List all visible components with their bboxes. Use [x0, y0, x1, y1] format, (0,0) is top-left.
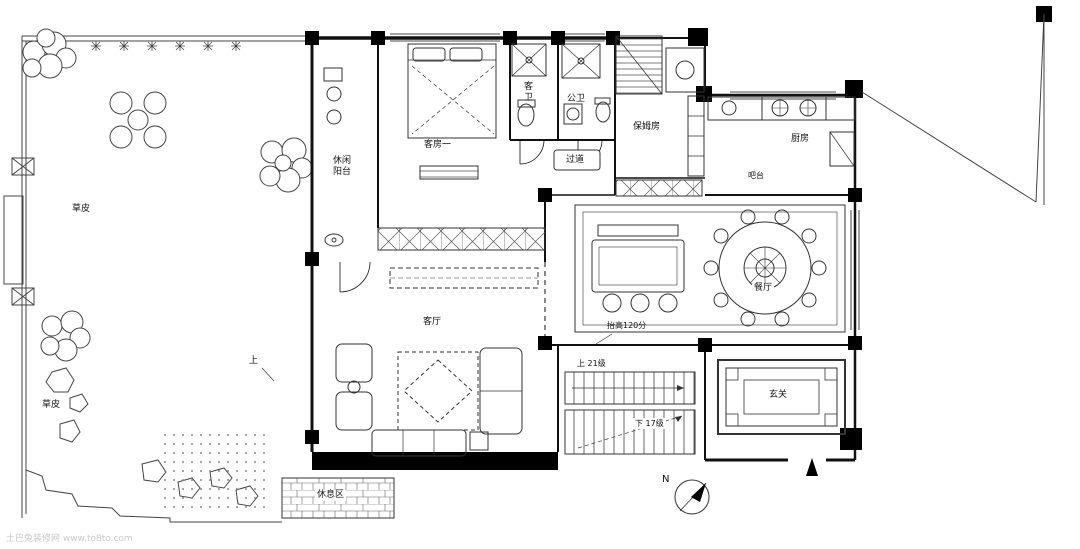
- nanny-room-wardrobe: [687, 95, 705, 177]
- bench: [419, 165, 479, 180]
- fridge: [829, 131, 855, 167]
- stove: [761, 96, 827, 121]
- tree-icon: [259, 137, 313, 193]
- structural-columns: [305, 6, 1052, 470]
- living-room-furniture: [335, 267, 539, 457]
- sofa: [371, 429, 467, 457]
- armchair: [335, 391, 373, 431]
- guest-room-furniture: [407, 43, 497, 180]
- entry-arrow: [806, 458, 818, 476]
- dining-room-furniture: [574, 204, 846, 333]
- corner-table: [469, 431, 489, 451]
- main-staircase: [564, 333, 696, 455]
- foyer-rug: [717, 359, 846, 435]
- garden-area: [3, 28, 313, 523]
- walls: [310, 33, 860, 462]
- compass-icon: [674, 479, 710, 515]
- bar-counter: [615, 179, 703, 197]
- garden-path-edge: [25, 469, 282, 523]
- public-bath-fixtures: [561, 43, 611, 125]
- long-table: [591, 239, 685, 293]
- round-dining-table: [703, 209, 827, 327]
- pergola-lines: [861, 13, 1045, 205]
- sink: [721, 100, 737, 116]
- bed: [407, 43, 497, 139]
- armchair: [335, 343, 373, 383]
- garden-step-arrow: [261, 367, 275, 382]
- window-symbol: [11, 157, 35, 306]
- cabinet: [389, 267, 539, 289]
- side-table: [347, 380, 361, 394]
- tree-icon: [40, 310, 91, 362]
- stair-hall-desk: [665, 47, 705, 93]
- kitchen-fixtures: [707, 96, 856, 167]
- guest-bath-fixtures: [511, 43, 547, 127]
- living-room-bottom-wall: [312, 452, 558, 470]
- raised-floor-leader: [595, 333, 613, 345]
- garden-table-set: [109, 91, 167, 149]
- upper-staircase: [615, 35, 705, 95]
- walkway-band: [377, 227, 546, 251]
- balcony-furniture: [323, 67, 344, 247]
- rug: [397, 351, 479, 431]
- rest-area-tiles: [281, 477, 395, 519]
- corridor-label-box: [553, 149, 601, 171]
- tree-icon: [22, 28, 77, 79]
- paving-dots: [158, 428, 266, 514]
- plant-icons: [90, 40, 242, 52]
- sideboard: [597, 224, 679, 237]
